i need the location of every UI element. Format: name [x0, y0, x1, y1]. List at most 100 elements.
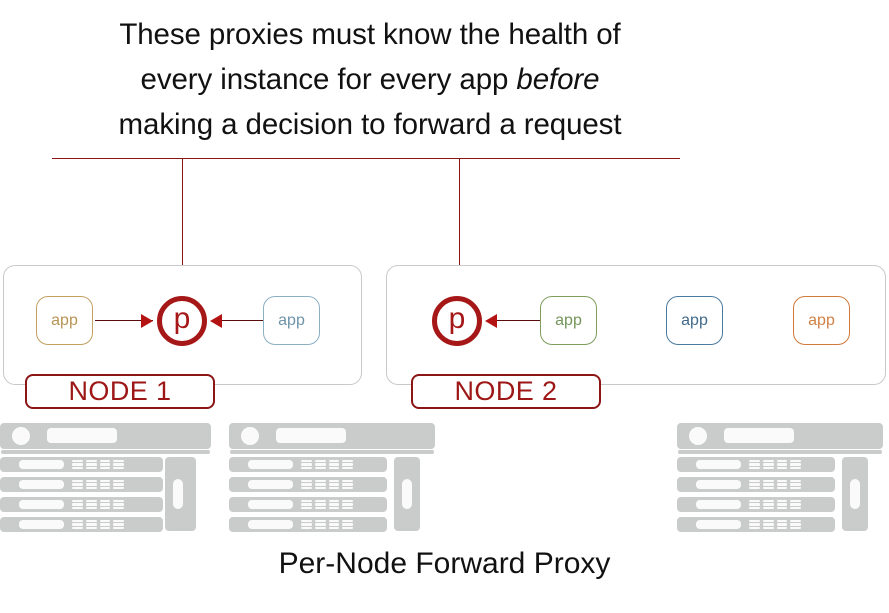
callout-drop-line-node1 — [182, 158, 183, 276]
rack-led-grid — [749, 479, 801, 490]
rack-led — [328, 459, 340, 462]
app-label: app — [555, 311, 582, 329]
rack-led — [790, 467, 801, 470]
rack-led-grid — [749, 499, 801, 510]
rack-led — [85, 523, 97, 526]
rack-led — [85, 463, 97, 466]
app-box-node2-3[interactable]: app — [793, 296, 850, 345]
rack-led — [85, 487, 97, 490]
rack-led — [301, 467, 312, 470]
rack-led — [762, 483, 774, 486]
rack-led — [99, 483, 111, 486]
rack-led — [301, 499, 312, 502]
node-label-2[interactable]: NODE 2 — [411, 374, 601, 409]
rack-led — [301, 483, 312, 486]
rack-led — [314, 499, 326, 502]
rack-led — [749, 487, 760, 490]
rack-led — [314, 459, 326, 462]
proxy-letter: p — [173, 302, 191, 335]
rack-led — [342, 467, 353, 470]
rack-drive-bay — [696, 480, 741, 489]
app-box-node2-1[interactable]: app — [540, 296, 597, 345]
rack-led — [328, 523, 340, 526]
rack-led — [314, 507, 326, 510]
rack-led — [342, 527, 353, 530]
rack-led — [749, 463, 760, 466]
rack-led — [85, 479, 97, 482]
rack-led — [342, 523, 353, 526]
title-line-1: These proxies must know the health of — [119, 18, 621, 51]
rack-drive-bay — [696, 460, 741, 469]
rack-led — [85, 459, 97, 462]
rack-led — [328, 467, 340, 470]
rack-led — [762, 479, 774, 482]
rack-top-slot — [276, 428, 346, 443]
rack-led-grid — [301, 499, 353, 510]
rack-unit-row — [677, 457, 835, 472]
rack-led — [113, 507, 124, 510]
rack-led — [762, 499, 774, 502]
rack-led — [328, 527, 340, 530]
rack-led — [342, 499, 353, 502]
rack-unit-row — [677, 517, 835, 532]
rack-led — [749, 519, 760, 522]
rack-led — [85, 519, 97, 522]
server-rack-3 — [0, 423, 206, 532]
rack-led — [762, 503, 774, 506]
rack-led — [328, 463, 340, 466]
rack-led — [342, 479, 353, 482]
rack-led — [776, 463, 788, 466]
rack-led — [749, 467, 760, 470]
rack-top-panel — [677, 423, 883, 449]
rack-led-grid — [301, 479, 353, 490]
rack-led — [749, 483, 760, 486]
rack-led — [85, 527, 97, 530]
app-box-node1-2[interactable]: app — [263, 296, 320, 345]
node-label-1[interactable]: NODE 1 — [25, 374, 215, 409]
rack-led — [342, 483, 353, 486]
rack-led — [328, 519, 340, 522]
server-rack-4 — [677, 423, 883, 532]
rack-led — [72, 523, 83, 526]
proxy-node-2[interactable]: p — [432, 296, 482, 346]
app-box-node2-2[interactable]: app — [666, 296, 723, 345]
rack-unit-row — [229, 477, 387, 492]
rack-led — [113, 519, 124, 522]
rack-unit-row — [0, 457, 158, 472]
rack-led — [85, 499, 97, 502]
rack-body — [677, 457, 835, 532]
app-label: app — [51, 311, 78, 329]
rack-drive-bay — [248, 480, 293, 489]
rack-led — [790, 483, 801, 486]
proxy-letter: p — [448, 302, 466, 335]
rack-led — [99, 499, 111, 502]
rack-led — [301, 507, 312, 510]
rack-unit-row — [677, 477, 835, 492]
rack-led — [776, 479, 788, 482]
rack-led — [762, 467, 774, 470]
rack-led — [762, 487, 774, 490]
rack-unit-row — [229, 497, 387, 512]
rack-unit-row — [0, 517, 158, 532]
rack-led — [113, 467, 124, 470]
rack-led — [314, 503, 326, 506]
rack-lip — [678, 450, 882, 454]
rack-led — [749, 459, 760, 462]
app-box-node1-1[interactable]: app — [36, 296, 93, 345]
title-line-2-text: every instance for every app — [140, 63, 517, 96]
rack-power-icon — [689, 427, 707, 445]
rack-unit-row — [0, 497, 158, 512]
rack-led — [301, 479, 312, 482]
rack-led — [301, 527, 312, 530]
rack-led-grid — [301, 519, 353, 530]
rack-led — [113, 499, 124, 502]
rack-led — [72, 467, 83, 470]
rack-led — [72, 507, 83, 510]
node-label-text: NODE 2 — [454, 376, 558, 406]
rack-power-icon — [12, 427, 30, 445]
proxy-node-1[interactable]: p — [157, 296, 207, 346]
rack-led — [314, 487, 326, 490]
rack-drive-bay — [248, 520, 293, 529]
rack-led — [314, 519, 326, 522]
